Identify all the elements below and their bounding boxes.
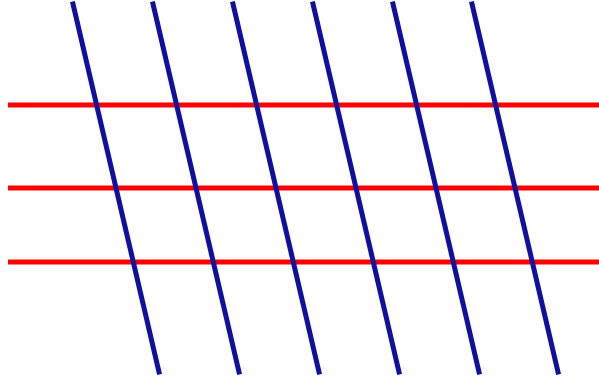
slanted-line-6 <box>468 0 562 376</box>
slanted-blue-lines <box>69 0 562 376</box>
slanted-line-2 <box>149 0 243 376</box>
slanted-line-4 <box>309 0 403 376</box>
slanted-line-1 <box>69 0 163 376</box>
slanted-line-5 <box>389 0 483 376</box>
slanted-line-3 <box>229 0 323 376</box>
horizontal-red-lines <box>8 102 599 265</box>
